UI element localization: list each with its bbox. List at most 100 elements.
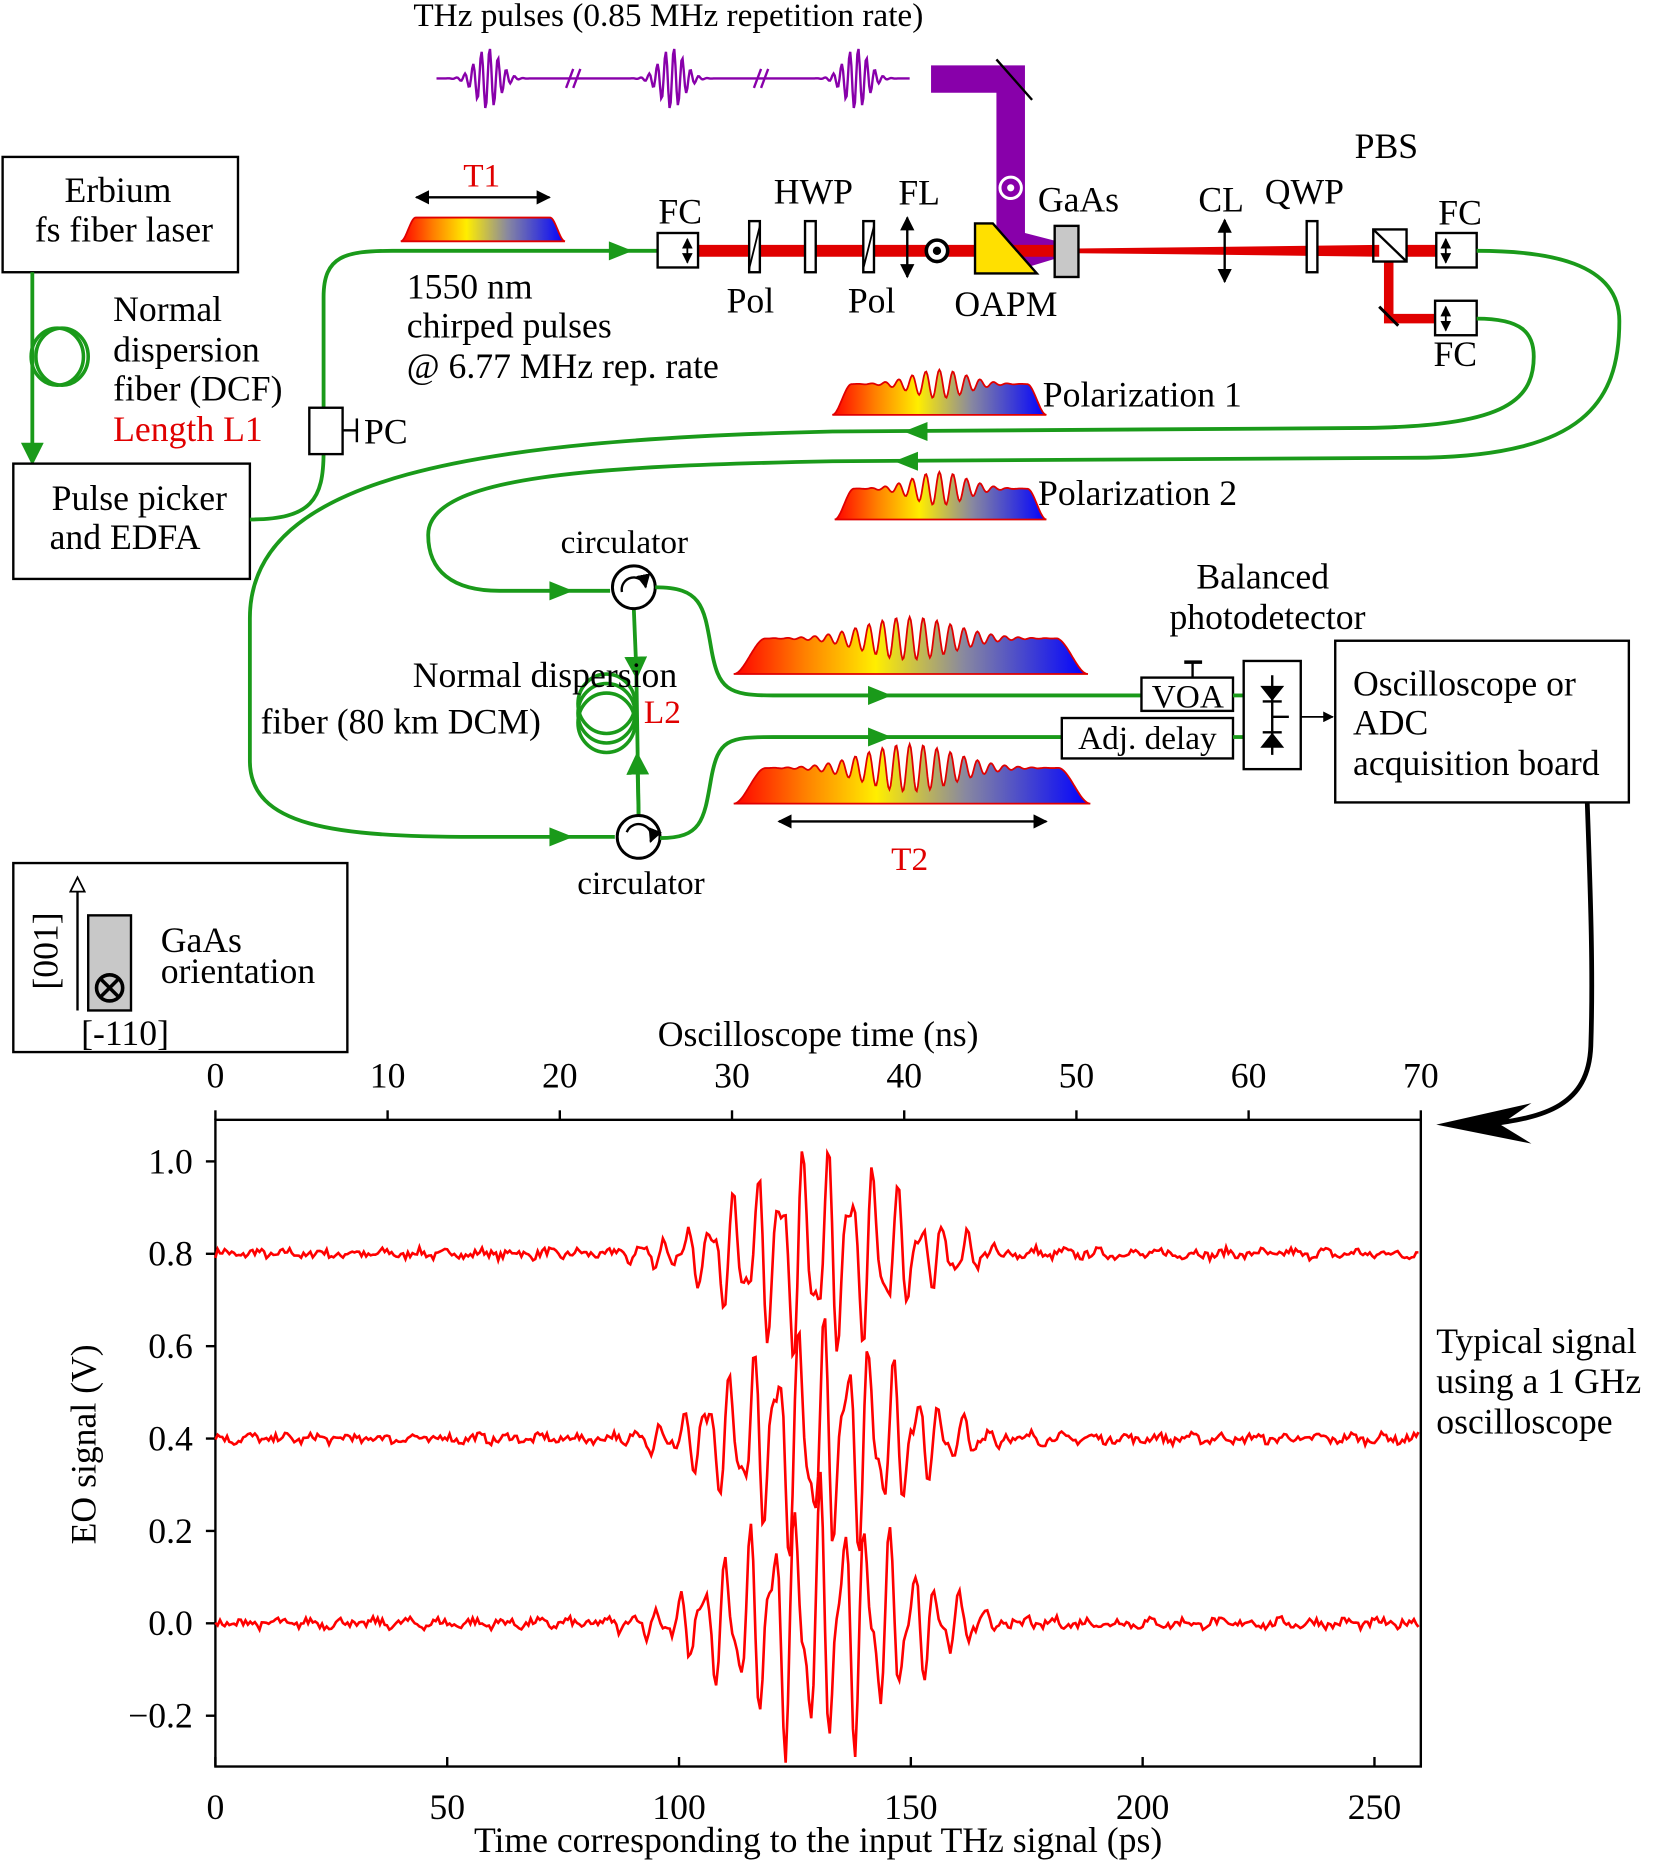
laser-label: fs fiber laser	[35, 209, 213, 249]
pol-label: Pol	[727, 281, 775, 321]
l2-coil-icon	[576, 672, 637, 755]
picker-label: and EDFA	[50, 517, 201, 557]
pbs-cube	[1372, 228, 1408, 263]
chirped-label: chirped pulses	[407, 306, 612, 346]
pulse-spectrum	[834, 469, 1047, 521]
y-tick-label: 1.0	[148, 1141, 193, 1181]
x-tick-label: 250	[1348, 1787, 1401, 1827]
output-arrow	[1485, 802, 1595, 1127]
axis-001-label: [001]	[25, 912, 65, 989]
x-tick-label: 100	[652, 1787, 705, 1827]
x-axis-label: Time corresponding to the input THz sign…	[474, 1820, 1162, 1860]
pc-label: PC	[364, 411, 408, 451]
fc-label: FC	[658, 191, 702, 231]
x2-tick-label: 40	[886, 1056, 922, 1096]
voa-label: VOA	[1152, 678, 1224, 715]
fc-label: FC	[1438, 193, 1482, 233]
photodiode-icon	[1260, 675, 1289, 755]
y-tick-label: 0.4	[148, 1418, 193, 1458]
fiber-arrows	[868, 685, 892, 747]
dcf-label: Normal	[113, 289, 222, 329]
fiber-collimator	[1435, 231, 1478, 269]
voa-box	[1140, 676, 1235, 713]
x-tick-label: 50	[429, 1787, 465, 1827]
pbs-label: PBS	[1355, 126, 1418, 166]
pulse-picker-box	[12, 462, 252, 581]
cl-label: CL	[1198, 180, 1244, 220]
polarization-out-icon	[998, 175, 1023, 201]
y-tick-label: −0.2	[128, 1696, 193, 1736]
typical-label: oscilloscope	[1436, 1402, 1612, 1442]
plot-frame	[214, 1118, 1423, 1768]
gaas-crystal	[1053, 224, 1080, 279]
break-mark	[564, 68, 582, 89]
axis-110-label: [-110]	[81, 1013, 169, 1053]
chirped-label: @ 6.77 MHz rep. rate	[407, 346, 719, 386]
gaas-label: GaAs	[1038, 180, 1119, 220]
laser-label: Erbium	[64, 170, 171, 210]
top-axis-label: Oscilloscope time (ns)	[658, 1014, 979, 1054]
output-arrowhead	[1436, 1103, 1532, 1144]
circulator-top	[610, 564, 657, 611]
typical-label: using a 1 GHz	[1436, 1361, 1641, 1401]
dcf-length: Length L1	[113, 409, 263, 449]
x2-tick-label: 50	[1059, 1056, 1095, 1096]
fiber-arrow	[608, 241, 633, 261]
x2-tick-label: 70	[1403, 1056, 1439, 1096]
y-tick-label: 0.6	[148, 1326, 193, 1366]
y-tick-label: 0.0	[148, 1603, 193, 1643]
fiber-picker-to-fc	[249, 248, 658, 522]
fl-label: FL	[898, 172, 940, 212]
orientation-label: GaAs	[161, 920, 242, 960]
gaas-orientation-crystal	[87, 914, 133, 1012]
oapm-label: OAPM	[954, 284, 1057, 324]
delay-label: Adj. delay	[1078, 720, 1217, 757]
y-tick-label: 0.8	[148, 1234, 193, 1274]
y-axis-label: EO signal (V)	[63, 1344, 103, 1544]
probe-beam	[698, 244, 1380, 257]
x-tick-label: 150	[884, 1787, 937, 1827]
y-tick-label: 0.2	[148, 1511, 193, 1551]
break-mark	[752, 68, 770, 89]
dcm-label: Normal dispersion	[413, 655, 678, 695]
hwp-label: HWP	[774, 171, 853, 211]
eo-signal-chart: Oscilloscope time (ns) Time correspondin…	[63, 1014, 1438, 1860]
x2-tick-label: 30	[714, 1056, 750, 1096]
signal-trace-1	[214, 1148, 1419, 1360]
bpd-label: photodetector	[1169, 597, 1365, 637]
pulse-spectrum	[733, 741, 1091, 805]
pulse-spectrum	[832, 367, 1047, 416]
dcf-label: dispersion	[113, 329, 260, 369]
circulator-label: circulator	[561, 524, 688, 561]
fiber-l2	[624, 609, 648, 680]
fiber-to-voa	[655, 585, 1142, 698]
polarization-out-dot	[1007, 184, 1015, 192]
dcm-label: fiber (80 km DCM)	[261, 701, 541, 741]
orientation-label: orientation	[161, 951, 316, 991]
x-tick-label: 200	[1116, 1787, 1169, 1827]
fc-label: FC	[1433, 334, 1477, 374]
oscilloscope-box	[1334, 639, 1631, 804]
half-wave-plate	[803, 219, 817, 274]
signal-trace-2	[214, 1318, 1420, 1557]
circulator-bottom	[615, 814, 662, 860]
dcf-label: fiber (DCF)	[113, 369, 282, 409]
scope-label: acquisition board	[1353, 743, 1600, 783]
typical-label: Typical signal	[1436, 1321, 1637, 1361]
picker-label: Pulse picker	[52, 478, 227, 518]
x2-tick-label: 60	[1231, 1056, 1267, 1096]
fiber-collimator	[1433, 299, 1478, 337]
x2-tick-label: 10	[370, 1056, 406, 1096]
fiber-polarization-2	[426, 248, 1622, 593]
qwp-label: QWP	[1265, 171, 1344, 211]
polarization-2-label: Polarization 2	[1038, 473, 1237, 513]
pulse-spectrum	[733, 614, 1089, 675]
pol-label: Pol	[848, 281, 896, 321]
scope-label: ADC	[1353, 703, 1428, 743]
signal-trace-3	[214, 1471, 1420, 1763]
x2-tick-label: 0	[206, 1056, 224, 1096]
t2-label: T2	[891, 841, 928, 878]
pc-box	[308, 406, 344, 456]
polarization-into-page-icon	[94, 973, 125, 1003]
